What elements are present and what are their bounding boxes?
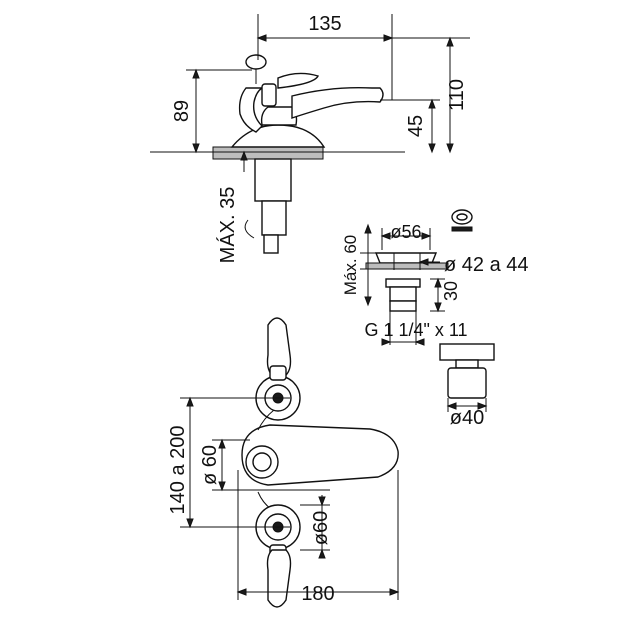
waste-tail bbox=[389, 286, 417, 302]
waste-nut bbox=[385, 278, 421, 288]
plan-view: 140 a 200 ø 60 ø60 180 bbox=[167, 317, 400, 608]
dim-45: 45 bbox=[405, 115, 427, 137]
dim-max-35: MÁX. 35 bbox=[216, 187, 239, 264]
cartridge bbox=[261, 83, 277, 107]
waste-detail: ø56 ø 42 a 44 Máx. 60 30 G 1 1/4" x 11 bbox=[341, 209, 529, 346]
dim-o40: ø40 bbox=[450, 407, 484, 429]
knob-detail: ø40 bbox=[439, 343, 495, 429]
valve-body bbox=[260, 106, 298, 126]
dim-135: 135 bbox=[308, 13, 341, 35]
dim-o56: ø56 bbox=[390, 222, 421, 242]
knob-body bbox=[447, 367, 487, 399]
tailpiece bbox=[254, 158, 292, 202]
lever-handle bbox=[277, 72, 319, 89]
spout-plan bbox=[241, 424, 399, 486]
dim-110: 110 bbox=[446, 79, 468, 111]
dim-thread: G 1 1/4" x 11 bbox=[364, 320, 467, 340]
cross-handle bbox=[439, 343, 495, 361]
dim-o42-44: ø 42 a 44 bbox=[444, 254, 529, 276]
diverter-knob bbox=[245, 54, 267, 70]
dim-180: 180 bbox=[301, 583, 334, 605]
lower-handle bbox=[266, 549, 292, 608]
dim-30: 30 bbox=[441, 281, 461, 301]
base-flange bbox=[230, 124, 326, 148]
dim-max-60: Máx. 60 bbox=[341, 235, 360, 295]
countertop bbox=[212, 146, 324, 160]
tailpiece-lower bbox=[261, 200, 287, 236]
dim-o60-escutcheon: ø60 bbox=[310, 511, 332, 545]
inlet-connector bbox=[263, 234, 279, 254]
diverter-lever bbox=[238, 87, 265, 133]
side-view: 135 110 45 89 MÁX. 35 bbox=[150, 13, 470, 263]
upper-handle bbox=[266, 317, 292, 376]
waste-plate bbox=[365, 262, 449, 270]
spout bbox=[291, 87, 384, 119]
dim-89: 89 bbox=[171, 100, 193, 122]
dim-140-200: 140 a 200 bbox=[167, 426, 189, 515]
dim-o60-flange: ø 60 bbox=[199, 445, 221, 485]
